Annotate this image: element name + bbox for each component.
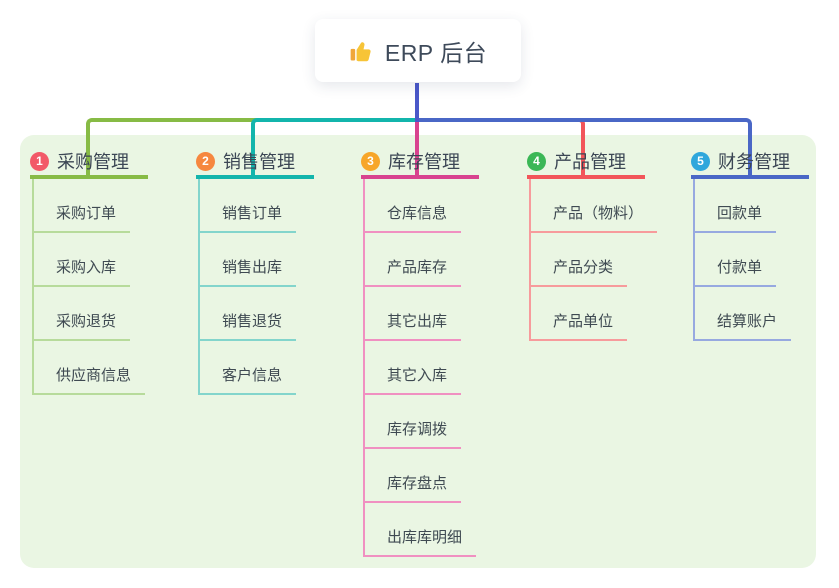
branch-number-badge: 4 [527, 151, 546, 171]
root-connector [415, 83, 419, 122]
branch-topic[interactable]: 4 产品管理 [527, 147, 645, 179]
child-topic[interactable]: 供应商信息 [34, 364, 146, 395]
child-row: 供应商信息 [34, 341, 146, 395]
child-topic[interactable]: 销售退货 [200, 310, 297, 341]
child-topic[interactable]: 出库库明细 [365, 526, 477, 557]
branch-number-badge: 2 [196, 151, 215, 171]
child-row: 销售退货 [200, 287, 297, 341]
child-row: 仓库信息 [365, 179, 476, 233]
child-topic[interactable]: 客户信息 [200, 364, 297, 395]
child-topic[interactable]: 其它出库 [365, 310, 462, 341]
branch-topic[interactable]: 5 财务管理 [691, 147, 809, 179]
branch-number-badge: 3 [361, 151, 380, 171]
branch-children: 采购订单采购入库采购退货供应商信息 [32, 179, 146, 395]
branch-children: 销售订单销售出库销售退货客户信息 [198, 179, 297, 395]
branch-children: 仓库信息产品库存其它出库其它入库库存调拨库存盘点出库库明细 [363, 179, 477, 557]
branch-number-badge: 5 [691, 151, 710, 171]
branch-label: 产品管理 [554, 152, 626, 172]
child-row: 其它出库 [365, 287, 476, 341]
child-row: 回款单 [695, 179, 791, 233]
child-topic[interactable]: 库存盘点 [365, 472, 462, 503]
child-row: 客户信息 [200, 341, 297, 395]
child-row: 产品（物料） [531, 179, 658, 233]
branch-topic[interactable]: 1 采购管理 [30, 147, 148, 179]
child-row: 销售订单 [200, 179, 297, 233]
child-row: 销售出库 [200, 233, 297, 287]
child-row: 库存盘点 [365, 449, 476, 503]
branch-number-badge: 1 [30, 151, 49, 171]
child-topic[interactable]: 其它入库 [365, 364, 462, 395]
child-topic[interactable]: 销售订单 [200, 202, 297, 233]
branch-label: 财务管理 [718, 152, 790, 172]
child-row: 采购订单 [34, 179, 145, 233]
child-topic[interactable]: 仓库信息 [365, 202, 462, 233]
child-topic[interactable]: 付款单 [695, 256, 777, 287]
branch-children: 产品（物料） 产品分类产品单位 [529, 179, 658, 341]
root-title: ERP 后台 [384, 39, 488, 66]
child-row: 付款单 [695, 233, 791, 287]
branch-label: 库存管理 [388, 152, 460, 172]
child-topic[interactable]: 销售出库 [200, 256, 297, 287]
branch-connector [417, 118, 752, 177]
child-topic[interactable]: 库存调拨 [365, 418, 462, 449]
child-topic[interactable]: 产品分类 [531, 256, 628, 287]
child-row: 采购入库 [34, 233, 145, 287]
child-topic[interactable]: 回款单 [695, 202, 777, 233]
child-topic[interactable]: 产品单位 [531, 310, 628, 341]
branch-topic[interactable]: 2 销售管理 [196, 147, 314, 179]
child-topic[interactable]: 采购入库 [34, 256, 131, 287]
child-row: 产品单位 [531, 287, 657, 341]
branch-connector [251, 118, 417, 177]
thumbs-up-icon [349, 38, 375, 64]
root-node[interactable]: ERP 后台 [315, 19, 521, 82]
branch-children: 回款单付款单结算账户 [693, 179, 792, 341]
child-row: 产品分类 [531, 233, 657, 287]
child-topic[interactable]: 产品（物料） [531, 202, 658, 233]
branch-topic[interactable]: 3 库存管理 [361, 147, 479, 179]
child-row: 出库库明细 [365, 503, 477, 557]
branch-connector [415, 118, 419, 177]
child-row: 库存调拨 [365, 395, 476, 449]
child-row: 产品库存 [365, 233, 476, 287]
child-topic[interactable]: 结算账户 [695, 310, 792, 341]
branch-label: 销售管理 [223, 152, 295, 172]
child-row: 采购退货 [34, 287, 145, 341]
background-panel [20, 135, 816, 568]
child-topic[interactable]: 产品库存 [365, 256, 462, 287]
child-topic[interactable]: 采购订单 [34, 202, 131, 233]
child-topic[interactable]: 采购退货 [34, 310, 131, 341]
child-row: 结算账户 [695, 287, 792, 341]
child-row: 其它入库 [365, 341, 476, 395]
branch-label: 采购管理 [57, 152, 129, 172]
